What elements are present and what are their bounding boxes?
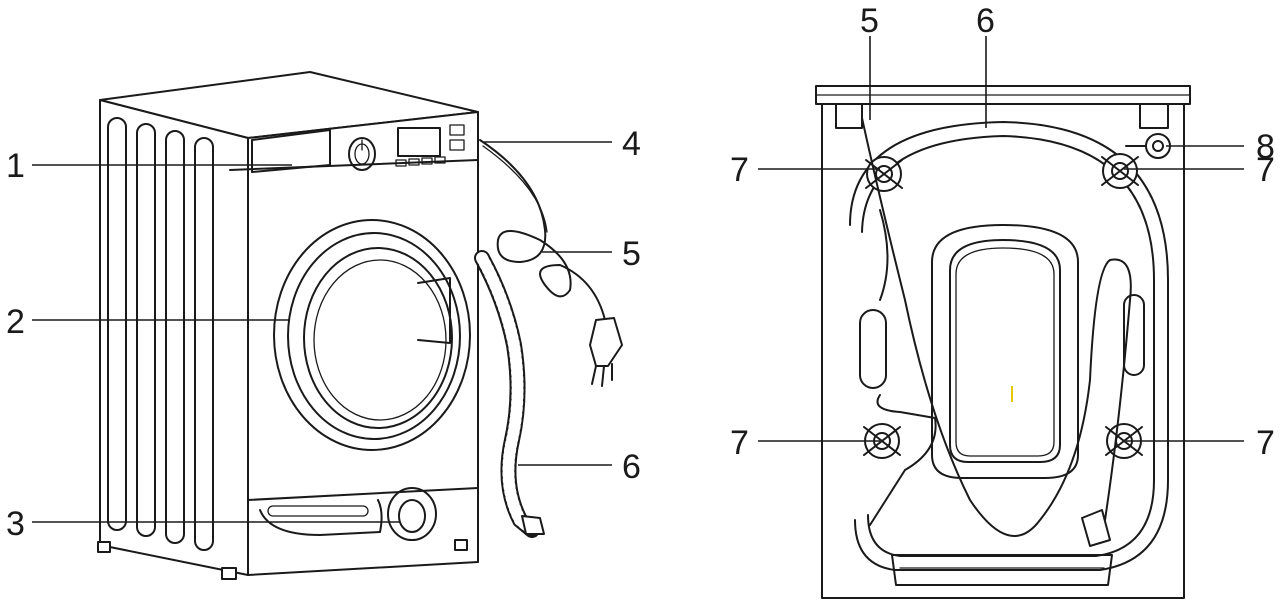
water-inlet-valve bbox=[1125, 133, 1171, 159]
hose-end bbox=[521, 515, 545, 535]
top-brackets bbox=[835, 103, 1169, 129]
rear-view-washer: 5 6 8 7 7 7 7 bbox=[730, 2, 1275, 599]
transit-bolt-top-left bbox=[865, 156, 903, 192]
front-view-washer: 1 2 3 4 5 6 bbox=[6, 71, 641, 580]
front-callout-3: 3 bbox=[6, 505, 25, 543]
rear-callout-7-top-right: 7 bbox=[1256, 151, 1275, 189]
rear-drain-hose bbox=[869, 209, 937, 526]
door bbox=[273, 219, 471, 451]
right-slot bbox=[1123, 294, 1145, 376]
washer-front-panel bbox=[247, 111, 479, 576]
rear-callout-7-top-left: 7 bbox=[730, 151, 749, 189]
power-plug bbox=[589, 317, 623, 387]
control-buttons bbox=[395, 124, 465, 167]
rear-power-cord bbox=[861, 117, 1132, 537]
rear-callout-7-bottom-left: 7 bbox=[730, 424, 749, 462]
control-panel-edge bbox=[229, 159, 479, 171]
rear-callout-5: 5 bbox=[860, 2, 879, 40]
front-callout-4: 4 bbox=[622, 125, 641, 163]
front-callout-5: 5 bbox=[622, 235, 641, 273]
rear-callout-8: 8 bbox=[1256, 128, 1275, 166]
drain-pump-filter bbox=[387, 487, 437, 541]
front-callout-2: 2 bbox=[6, 303, 25, 341]
kick-plate bbox=[247, 487, 479, 501]
central-panel bbox=[931, 224, 1079, 479]
program-knob bbox=[348, 137, 376, 171]
transit-bolt-top-right bbox=[1101, 153, 1139, 189]
bottom-handle bbox=[891, 554, 1113, 586]
adjustable-feet bbox=[97, 539, 468, 580]
display-window bbox=[397, 127, 441, 157]
side-ribs bbox=[107, 117, 214, 551]
front-callout-1: 1 bbox=[6, 147, 25, 185]
detergent-drawer bbox=[251, 129, 331, 173]
washer-side-panel bbox=[99, 99, 249, 576]
rear-callout-6: 6 bbox=[976, 2, 995, 40]
front-callout-6: 6 bbox=[622, 448, 641, 486]
left-slot bbox=[859, 309, 887, 389]
rear-callout-7-bottom-right: 7 bbox=[1256, 424, 1275, 462]
power-cord bbox=[479, 139, 606, 321]
